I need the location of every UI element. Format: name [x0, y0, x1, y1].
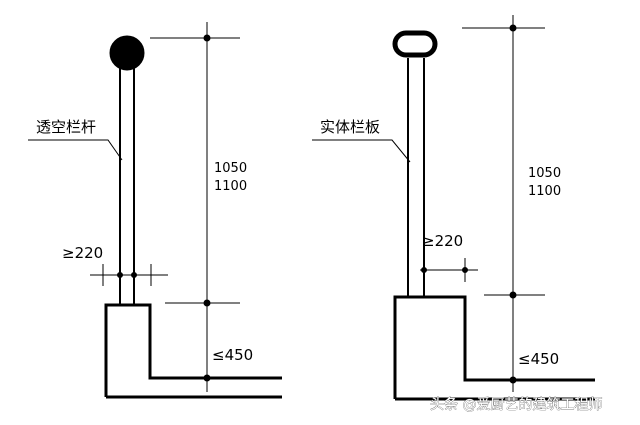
- left-height-text-2: 1100: [214, 179, 247, 194]
- right-curb-outline: [393, 295, 595, 399]
- left-label-text: 透空栏杆: [36, 118, 96, 136]
- right-height-dot-top: [509, 24, 517, 32]
- right-height-text-2: 1100: [528, 184, 561, 199]
- left-height-dot-bottom: [203, 374, 211, 382]
- left-ball-cap: [109, 35, 145, 71]
- watermark-text: 头条 @爱厨艺的建筑工程师: [430, 396, 602, 413]
- left-height-dot-top: [203, 34, 211, 42]
- left-label-leader: [28, 139, 123, 161]
- right-railing-drawing: [312, 15, 595, 401]
- left-max-height-text: ≤450: [212, 346, 253, 364]
- right-height-dot-bottom: [509, 376, 517, 384]
- right-gap-dot-right: [462, 267, 468, 273]
- right-label-leader: [312, 139, 411, 163]
- left-railing-drawing: [28, 22, 282, 399]
- right-height-text-1: 1050: [528, 166, 561, 181]
- left-gap-dot-right: [131, 272, 137, 278]
- left-curb-outline: [104, 303, 282, 397]
- right-gap-text: ≥220: [422, 232, 463, 250]
- left-height-text-1: 1050: [214, 161, 247, 176]
- left-gap-text: ≥220: [62, 244, 103, 262]
- left-height-dot-mid: [203, 299, 211, 307]
- right-handrail-cap: [392, 30, 438, 58]
- right-label-text: 实体栏板: [320, 118, 380, 136]
- right-height-dot-mid: [509, 291, 517, 299]
- left-gap-dot-left: [117, 272, 123, 278]
- right-gap-dot-left: [421, 267, 427, 273]
- right-max-height-text: ≤450: [518, 350, 559, 368]
